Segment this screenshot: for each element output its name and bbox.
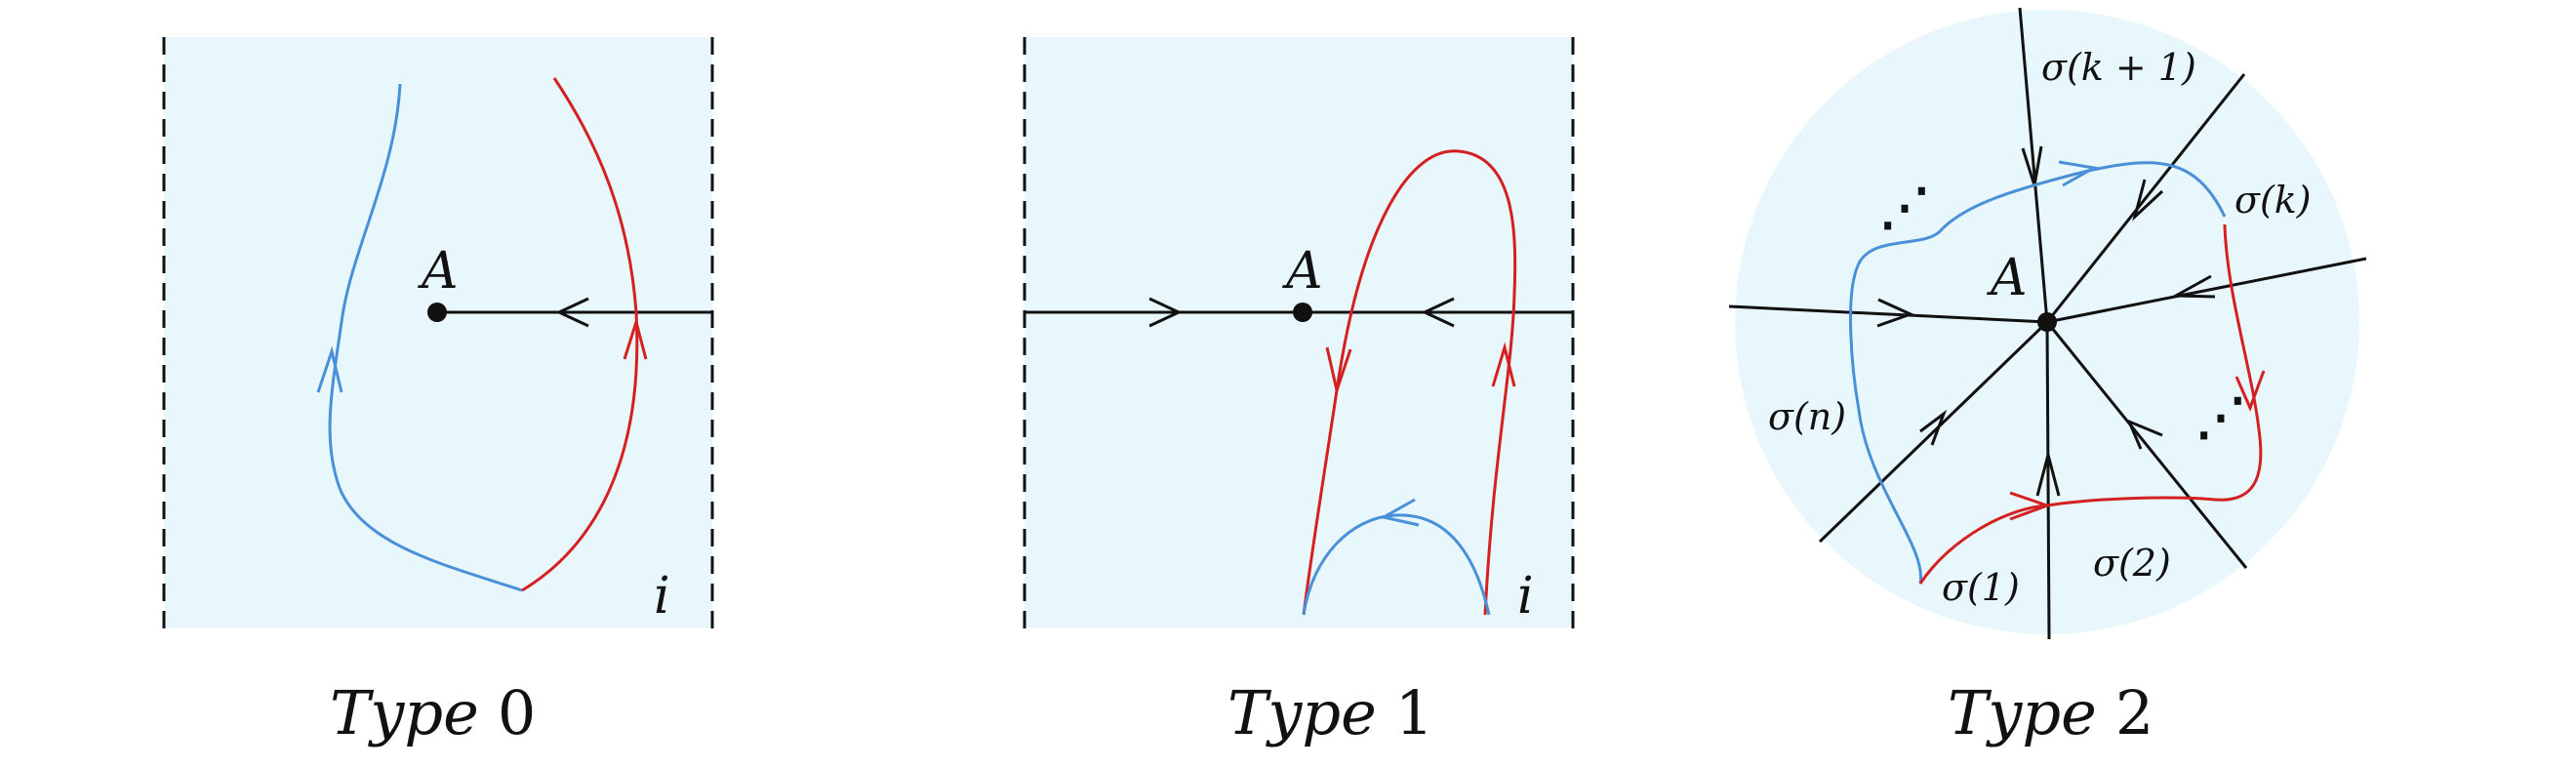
panel-2-arrow-n bbox=[1919, 409, 1948, 446]
panel-2-arrow-1 bbox=[2035, 449, 2061, 497]
panel-2-sigma-1-label: σ(1) bbox=[1942, 566, 2020, 609]
panel-0-region bbox=[164, 37, 712, 627]
panel-2-ray-k-plus-1 bbox=[2018, 7, 2049, 323]
panel-1-point-a-label: A bbox=[1282, 242, 1323, 301]
panel-2-arrow-right bbox=[2170, 274, 2216, 299]
panel-2-sigma-2-label: σ(2) bbox=[2093, 542, 2171, 585]
panel-2-caption-number: 2 bbox=[2115, 677, 2153, 748]
panel-type-2: A σ(k + 1) σ(k) σ(n) σ(1) σ(2) ⋰ ⋰ Type … bbox=[1728, 7, 2367, 748]
panel-2-blue-arrow bbox=[2058, 160, 2099, 187]
panel-1-blue-arrow bbox=[1379, 498, 1420, 527]
panel-2-arrow-k bbox=[2132, 179, 2164, 222]
panel-2-ellipsis-lower-right: ⋰ bbox=[2195, 387, 2246, 447]
panel-0-blue-arrow bbox=[316, 345, 343, 393]
panel-0-caption-number: 0 bbox=[498, 677, 536, 748]
panel-1-caption-number: 1 bbox=[1395, 677, 1433, 748]
panel-2-ellipsis-upper-left: ⋰ bbox=[1879, 178, 1930, 237]
panel-0-caption-word: Type bbox=[330, 677, 479, 748]
panel-2-sigma-n-label: σ(n) bbox=[1768, 395, 1846, 438]
panel-0-red-arrow bbox=[623, 316, 648, 360]
panel-1-red-arrow-left bbox=[1325, 346, 1352, 396]
panel-1-corner-label-i: i bbox=[1517, 567, 1534, 626]
panel-0-black-ray-arrow bbox=[555, 297, 589, 328]
panel-1-caption-word: Type bbox=[1228, 677, 1377, 748]
panel-2-arrow-left bbox=[1876, 298, 1915, 328]
panel-2-ray-1 bbox=[2045, 321, 2051, 640]
panel-0-point-a bbox=[427, 303, 447, 322]
panel-0-point-a-label: A bbox=[418, 242, 459, 301]
panel-2-point-a bbox=[2037, 312, 2057, 332]
panel-type-0: A i Type 0 bbox=[162, 37, 714, 748]
panel-2-caption: Type 2 bbox=[1948, 677, 2153, 748]
panel-0-caption: Type 0 bbox=[330, 677, 536, 748]
panel-2-ray-2 bbox=[2045, 321, 2248, 569]
panel-2-ray-left bbox=[1728, 304, 2048, 324]
panel-2-ray-n bbox=[1818, 320, 2049, 544]
panel-2-blue-curve bbox=[1849, 161, 2227, 585]
panel-2-sigma-k-label: σ(k) bbox=[2234, 179, 2312, 222]
panel-1-region bbox=[1025, 37, 1573, 627]
panel-type-1: A i Type 1 bbox=[1023, 37, 1575, 748]
panel-1-caption: Type 1 bbox=[1228, 677, 1433, 748]
panel-1-point-a bbox=[1293, 303, 1312, 322]
panel-1-black-arrow-left bbox=[1148, 297, 1183, 328]
panel-2-sigma-k-plus-1-label: σ(k + 1) bbox=[2041, 46, 2196, 89]
panel-0-red-curve bbox=[521, 77, 639, 592]
panel-2-ray-right bbox=[2046, 257, 2367, 324]
panel-2-caption-word: Type bbox=[1948, 677, 2097, 748]
panel-1-blue-curve bbox=[1302, 513, 1491, 616]
panel-2-arrow-2 bbox=[2126, 419, 2163, 450]
panel-1-red-arrow-right bbox=[1491, 342, 1516, 387]
panel-1-red-curve bbox=[1302, 149, 1517, 616]
panel-0-corner-label-i: i bbox=[654, 567, 670, 626]
panel-2-red-arrow-right bbox=[2234, 370, 2266, 413]
panel-2-ray-k bbox=[2045, 73, 2246, 323]
panel-2-point-a-label: A bbox=[1987, 249, 2028, 307]
panel-0-blue-curve bbox=[328, 83, 523, 592]
panel-2-red-curve bbox=[1918, 223, 2263, 585]
panel-2-red-arrow-bottom bbox=[2009, 491, 2052, 521]
panel-1-black-arrow-right bbox=[1421, 297, 1455, 328]
